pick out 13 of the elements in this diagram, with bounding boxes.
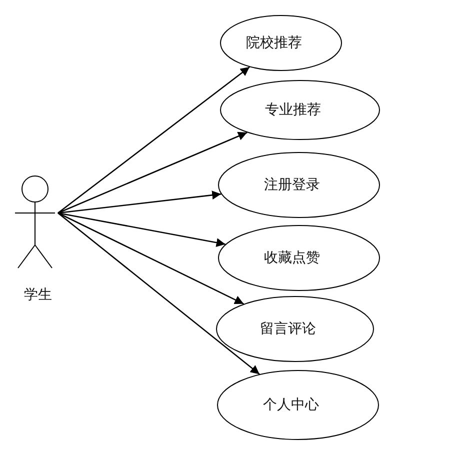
arrow xyxy=(58,212,244,304)
arrow xyxy=(58,190,222,214)
arrow xyxy=(58,66,250,214)
use-case-label: 个人中心 xyxy=(263,396,319,414)
actor-label: 学生 xyxy=(24,286,52,304)
arrow xyxy=(58,212,260,375)
use-case-label: 院校推荐 xyxy=(246,34,302,52)
arrow xyxy=(58,212,226,248)
use-case-label: 收藏点赞 xyxy=(264,249,320,267)
use-case-label: 留言评论 xyxy=(260,320,316,338)
use-case-label: 注册登录 xyxy=(264,176,320,194)
arrow xyxy=(58,132,248,214)
use-case-label: 专业推荐 xyxy=(265,101,321,119)
